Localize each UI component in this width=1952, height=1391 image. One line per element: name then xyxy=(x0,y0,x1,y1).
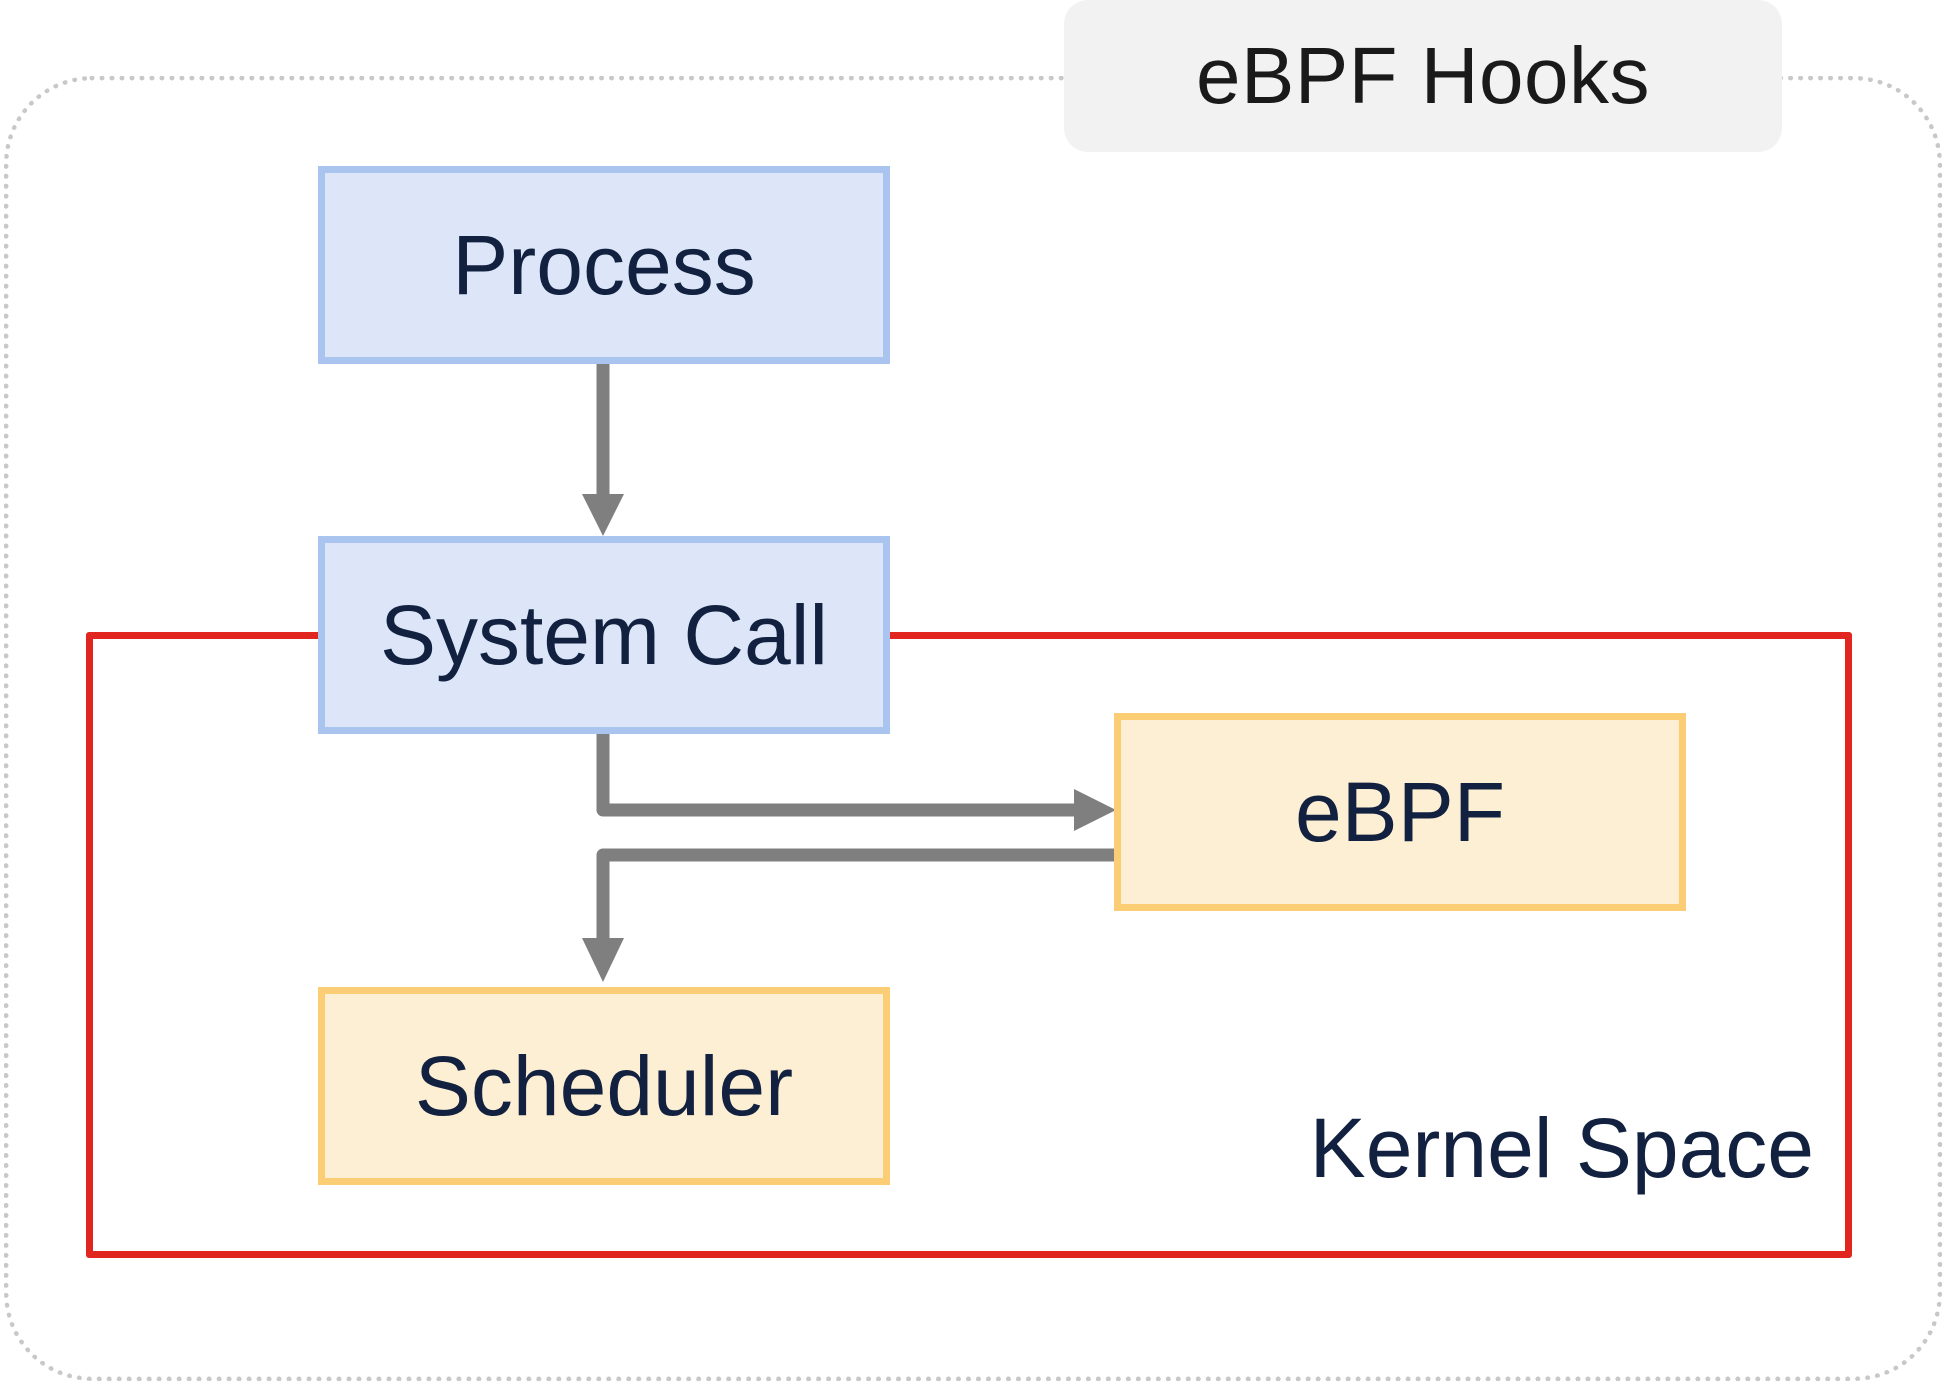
arrowhead-process-to-system-call xyxy=(582,494,624,536)
ebpf-hooks-title: eBPF Hooks xyxy=(1064,0,1782,152)
arrowhead-system-call-to-ebpf xyxy=(1074,789,1116,831)
system-call-node: System Call xyxy=(318,536,890,734)
process-node: Process xyxy=(318,166,890,364)
arrow-ebpf-to-scheduler xyxy=(596,848,1116,942)
kernel-space-label: Kernel Space xyxy=(1309,1101,1814,1195)
scheduler-node: Scheduler xyxy=(318,987,890,1185)
arrow-system-call-to-ebpf xyxy=(596,730,1078,817)
ebpf-hooks-frame xyxy=(4,76,1942,1381)
ebpf-node: eBPF xyxy=(1114,713,1686,911)
kernel-space-frame xyxy=(86,632,1852,1258)
arrowhead-ebpf-to-scheduler xyxy=(582,938,624,982)
